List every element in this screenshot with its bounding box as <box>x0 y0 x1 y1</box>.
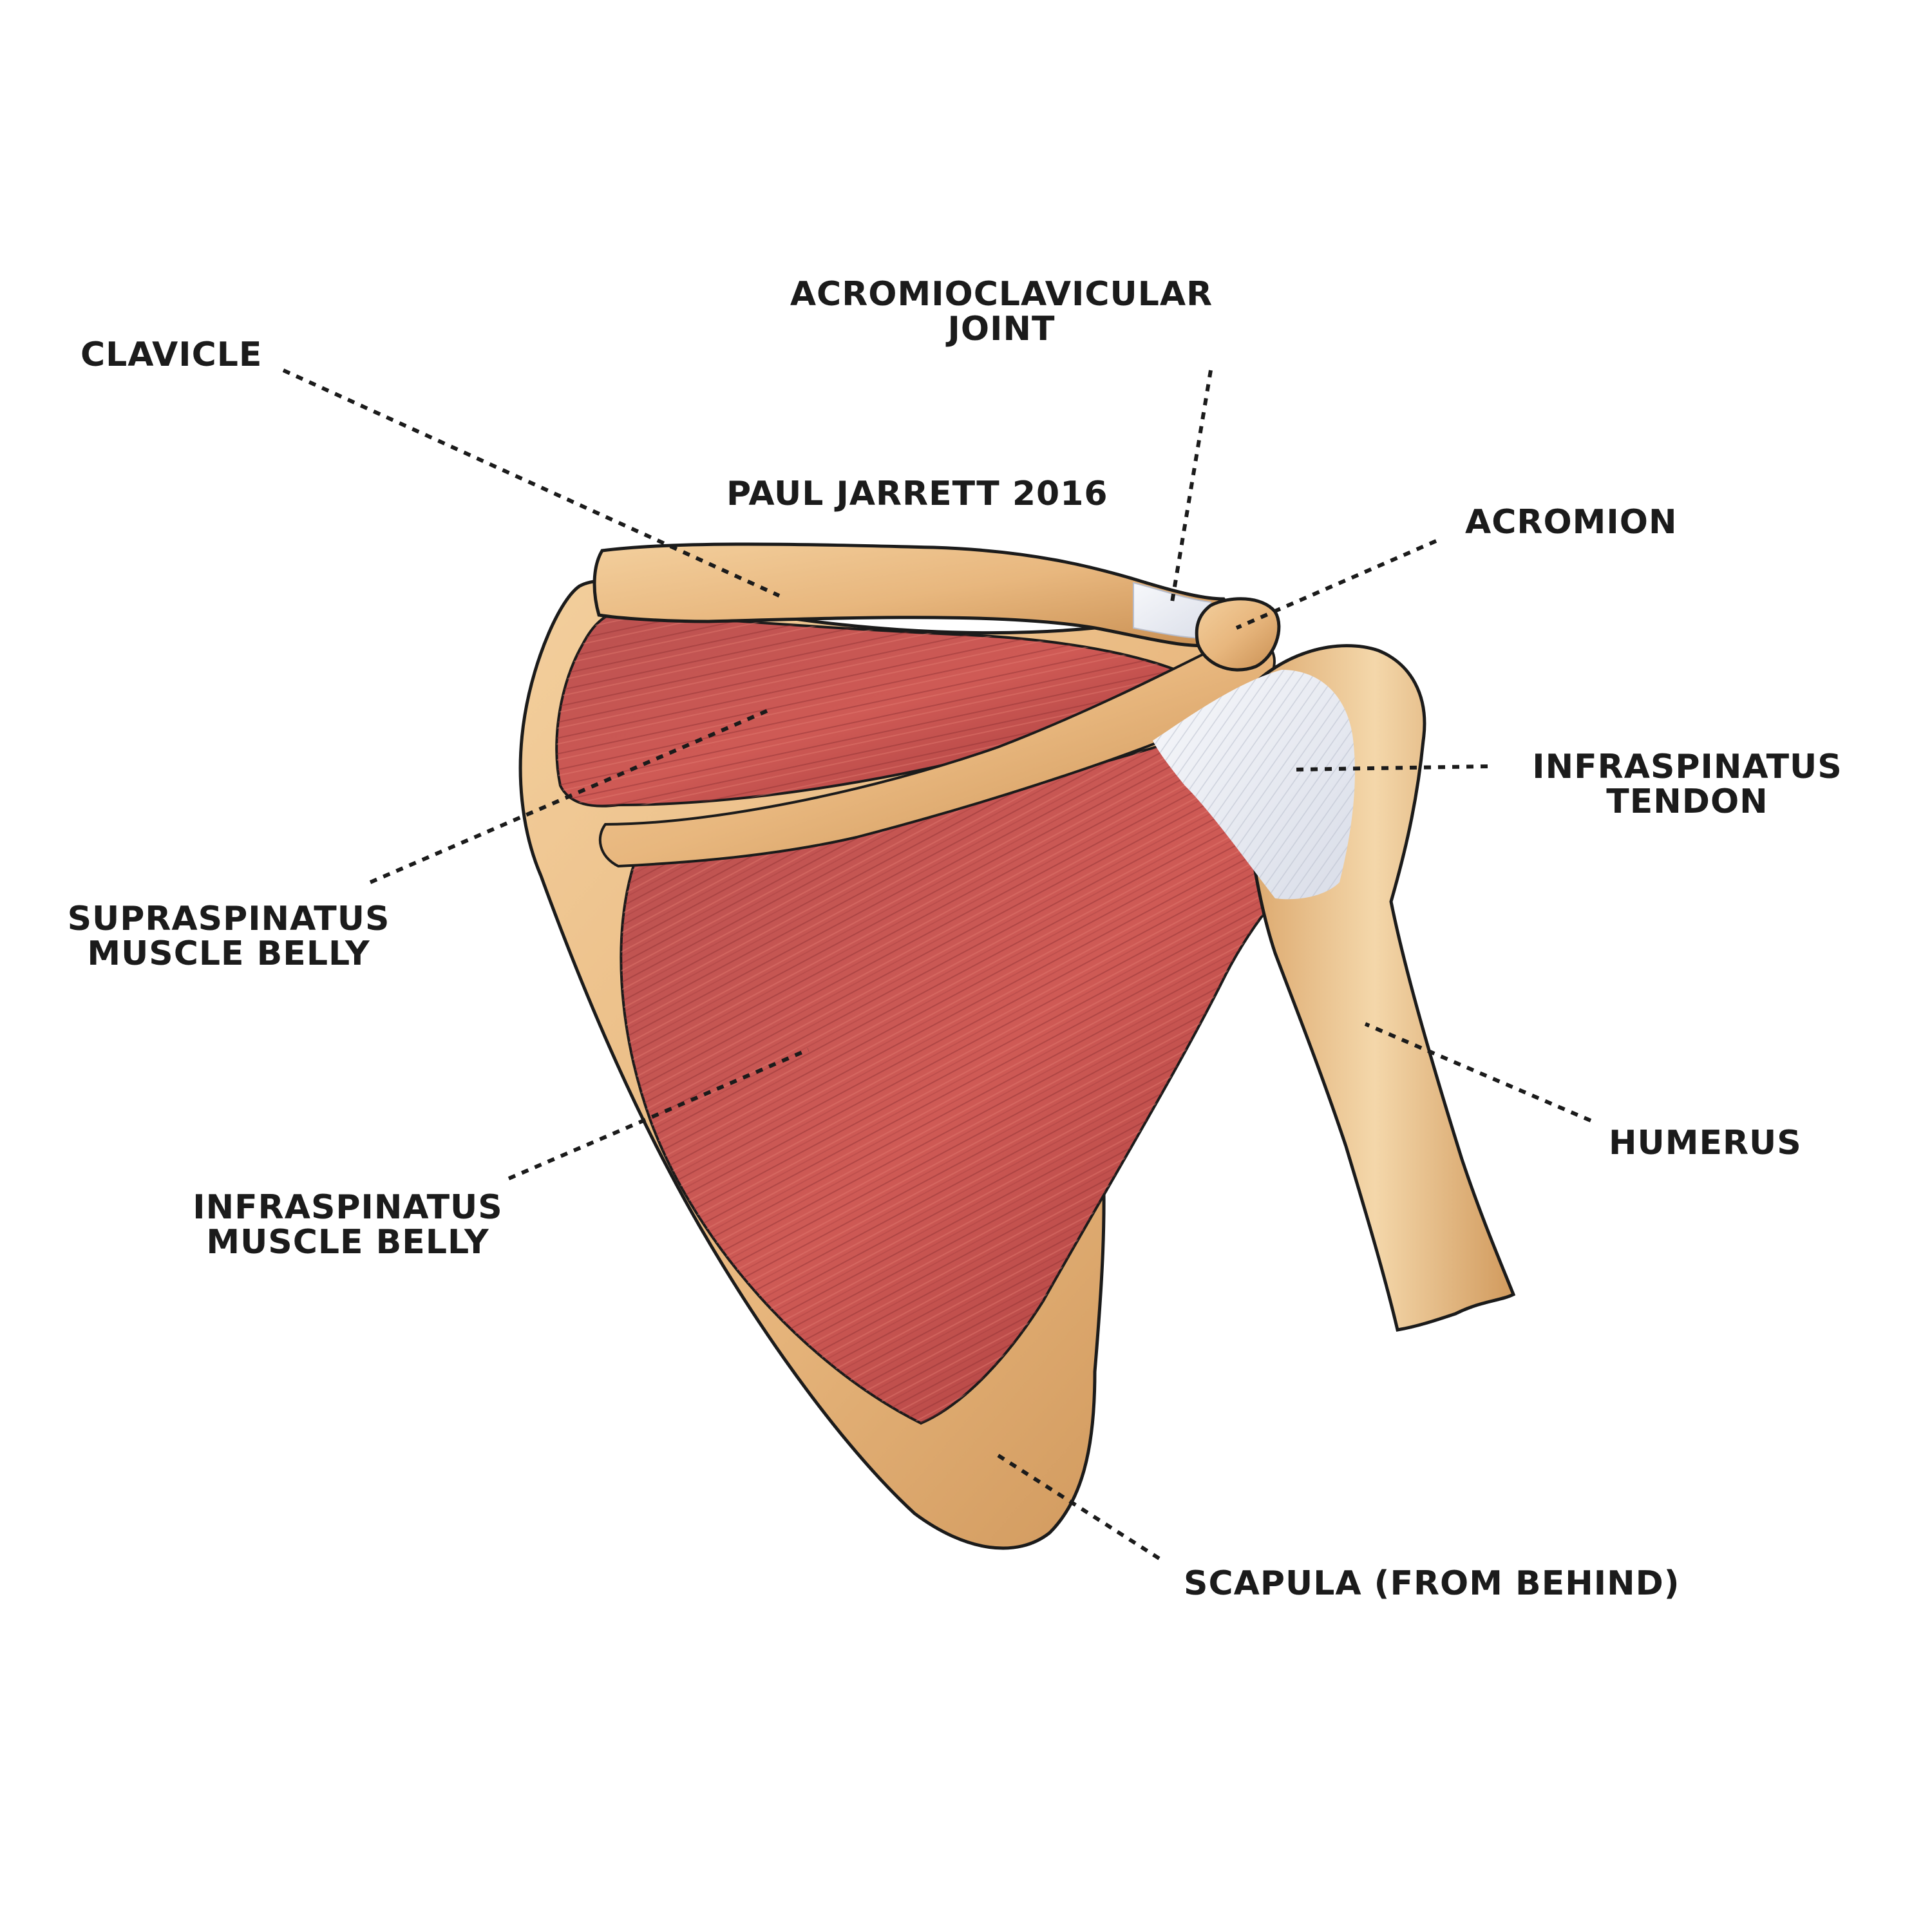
acromion <box>1195 597 1281 672</box>
leader-infraspinatus-tendon <box>1294 764 1488 772</box>
label-clavicle: CLAVICLE <box>80 336 263 374</box>
label-infraspinatus-belly: INFRASPINATUS MUSCLE BELLY <box>193 1188 503 1262</box>
leader-infraspinatus-belly <box>507 1048 810 1180</box>
infraspinatus-tendon-shape <box>1153 670 1355 900</box>
supraspinatus-muscle <box>555 610 1195 808</box>
label-ac-joint: ACROMIOCLAVICULAR JOINT <box>790 275 1213 348</box>
leader-lines <box>282 368 1592 1560</box>
leader-scapula <box>997 1454 1160 1560</box>
label-humerus: HUMERUS <box>1609 1124 1802 1162</box>
leader-humerus <box>1364 1022 1592 1122</box>
label-infraspinatus-tendon: INFRASPINATUS TENDON <box>1532 748 1842 821</box>
credit-text: PAUL JARRETT 2016 <box>726 475 1108 513</box>
label-supraspinatus-belly: SUPRASPINATUS MUSCLE BELLY <box>67 900 390 973</box>
leader-acromion <box>1235 539 1437 630</box>
leader-ac-joint <box>1170 370 1213 603</box>
leader-clavicle <box>282 368 781 598</box>
leader-supraspinatus <box>369 706 774 884</box>
label-scapula: SCAPULA (FROM BEHIND) <box>1184 1564 1680 1603</box>
label-acromion: ACROMION <box>1465 503 1678 542</box>
